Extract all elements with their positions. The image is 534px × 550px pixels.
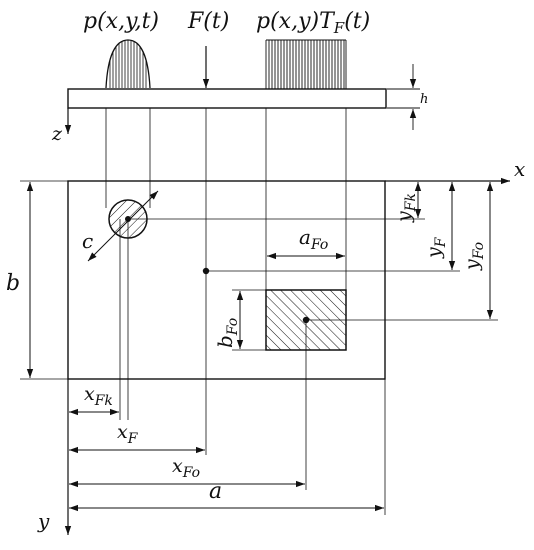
y-fo-label: yFo xyxy=(461,242,487,271)
y-axis-label: y xyxy=(37,509,50,533)
stationary-pressure-load xyxy=(265,39,347,89)
x-axis-label: x xyxy=(514,157,525,181)
moving-pressure-label: p(x,y,t) xyxy=(83,9,159,34)
x-fk-label: xFk xyxy=(84,383,113,409)
moving-pressure-load xyxy=(105,39,151,89)
x-fo-label: xFo xyxy=(172,455,200,481)
thickness-label: h xyxy=(420,92,428,107)
stationary-pressure-label: p(x,y)TF(t) xyxy=(256,9,370,37)
circle-diameter-label: c xyxy=(82,229,93,253)
b-fo-label: bFo xyxy=(213,318,241,348)
y-f-label: yF xyxy=(423,236,449,259)
side-view: h z p(x,y,t) F(t) p(x,y)TF(t) xyxy=(51,9,428,145)
a-label: a xyxy=(209,479,222,504)
circle-diameter-arrow xyxy=(87,190,159,262)
thickness-dimension xyxy=(387,64,420,130)
b-label: b xyxy=(6,271,20,296)
plate-plan xyxy=(67,180,386,380)
plan-view: x y c b yFk yF xyxy=(6,157,525,535)
force-label: F(t) xyxy=(187,9,229,34)
projection-lines xyxy=(105,108,347,455)
z-axis-label: z xyxy=(51,123,63,145)
x-f-label: xF xyxy=(117,421,139,447)
y-fk-label: yFk xyxy=(393,193,419,223)
reference-lines xyxy=(20,180,498,380)
a-fo-label: aFo xyxy=(299,225,328,253)
extension-lines xyxy=(119,219,386,515)
plate-side xyxy=(67,88,387,109)
